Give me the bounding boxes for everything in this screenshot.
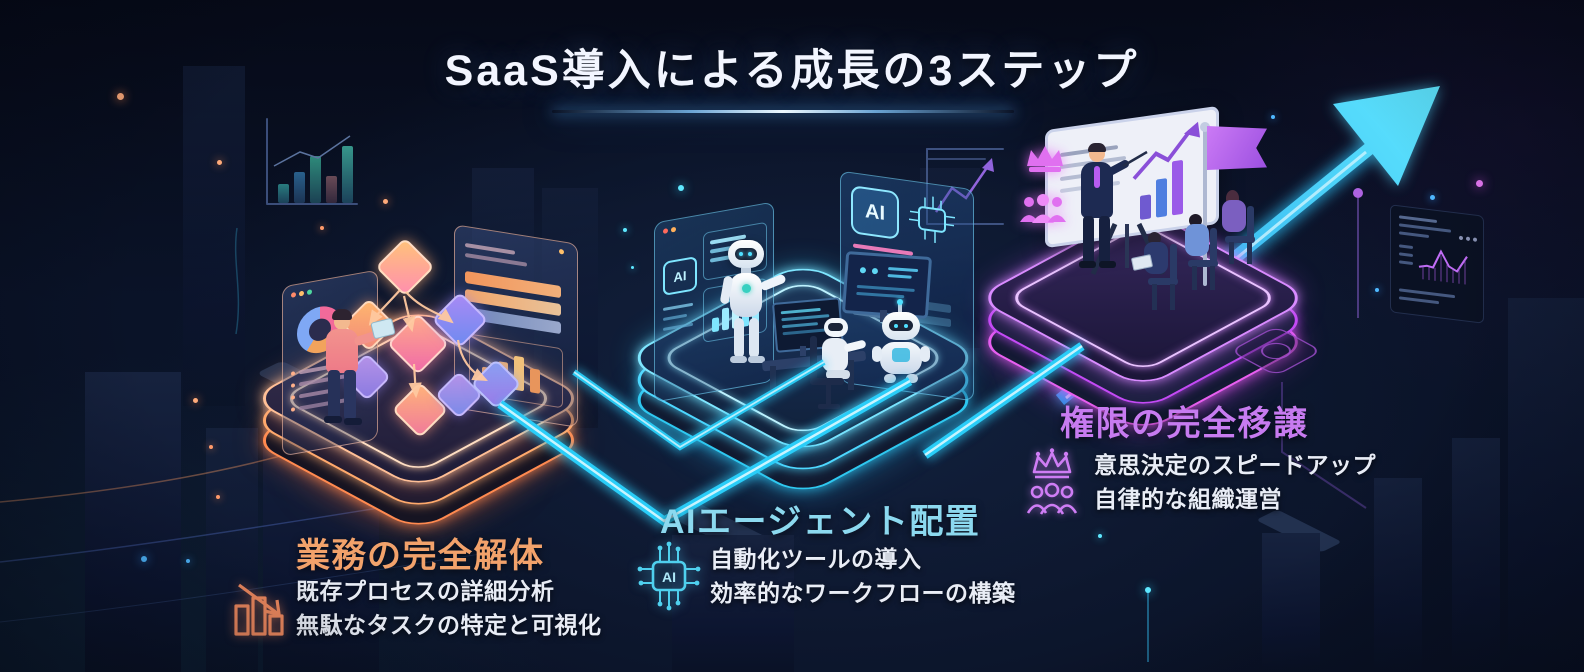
crown-icon <box>1032 448 1072 479</box>
glow-dot <box>1098 534 1102 538</box>
glow-dot <box>1476 180 1483 187</box>
glow-dot <box>1430 195 1435 200</box>
crown-decoration-icon <box>1027 146 1063 172</box>
rising-arrow-sketch <box>1132 121 1200 180</box>
analytics-panel-decoration <box>1390 204 1484 324</box>
glow-dot <box>186 559 190 563</box>
presenter-figure <box>1063 143 1148 296</box>
mini-line-chart-decoration <box>926 148 1008 228</box>
audience-figure <box>1180 214 1226 302</box>
step1-bullet: 無駄なタスクの特定と可視化 <box>296 612 602 638</box>
glow-dot <box>216 495 220 499</box>
city-tower <box>672 535 794 672</box>
step1-bullet: 既存プロセスの詳細分析 <box>296 578 555 604</box>
glow-dot <box>141 556 147 562</box>
svg-text:AI: AI <box>662 569 676 585</box>
ai-dashboard-panel: AI <box>840 170 974 402</box>
team-decoration-icon <box>1020 194 1066 223</box>
chair <box>810 336 817 380</box>
team-icon <box>1026 482 1078 515</box>
page-title: SaaS導入による成長の3ステップ <box>444 47 1140 95</box>
workstation-desk <box>761 297 912 418</box>
step3-title: 権限の完全移譲 <box>1060 405 1309 443</box>
step3-bullet: 自律的な組織運営 <box>1094 486 1282 512</box>
glow-dot <box>117 93 124 100</box>
glow-dot <box>193 398 198 403</box>
step3-platform <box>973 105 1323 434</box>
flow-arrows <box>368 289 488 399</box>
sitting-robot <box>810 318 874 428</box>
glow-dot <box>1271 115 1275 119</box>
audience-figure <box>1130 232 1186 318</box>
glow-dot <box>383 199 388 204</box>
glow-dot <box>217 160 222 165</box>
declining-bar-chart-icon <box>234 583 284 636</box>
chair <box>810 378 844 385</box>
city-tower <box>1262 533 1320 672</box>
step1-title: 業務の完全解体 <box>296 537 545 575</box>
mini-bar-chart-decoration <box>266 118 362 210</box>
trend-line <box>273 135 351 167</box>
city-tower <box>1452 438 1500 672</box>
step2-bullet: 自動化ツールの導入 <box>710 546 922 572</box>
step1-platform <box>248 224 589 533</box>
circuit-chip-graphic <box>909 196 955 244</box>
ai-chip-icon: AI <box>637 541 701 611</box>
glow-dot <box>320 226 324 230</box>
city-tower <box>1374 478 1422 672</box>
glow-dot <box>623 228 627 232</box>
city-tower <box>1508 298 1584 672</box>
flag-marker <box>1200 122 1273 292</box>
title-underline <box>552 110 1014 113</box>
small-robot <box>872 299 932 402</box>
standing-robot <box>714 240 794 390</box>
spiky-area-chart <box>1418 249 1468 285</box>
presentation-whiteboard <box>1045 105 1219 249</box>
step2-platform: AI AI <box>621 170 985 498</box>
audience-figure <box>1217 190 1263 278</box>
step2-bullet: 効率的なワークフローの構築 <box>710 580 1016 606</box>
step2-title: AIエージェント配置 <box>660 503 981 541</box>
city-tower <box>183 66 245 406</box>
glow-dot <box>209 445 213 449</box>
step3-bullet: 意思決定のスピードアップ <box>1094 452 1376 478</box>
glow-dot <box>1375 288 1379 292</box>
glow-dot <box>678 185 684 191</box>
glow-dot <box>1145 587 1151 593</box>
glow-dot <box>631 266 634 269</box>
analyst-figure <box>310 309 396 462</box>
large-monitor <box>841 251 933 322</box>
city-tower <box>85 372 181 672</box>
